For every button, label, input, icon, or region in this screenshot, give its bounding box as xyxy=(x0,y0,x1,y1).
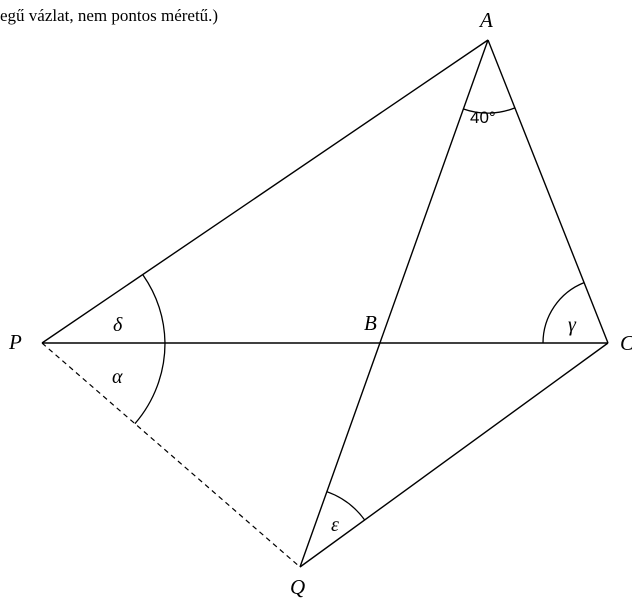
angle-arc-gamma xyxy=(542,281,585,344)
segment-PQ-dashed xyxy=(41,342,301,568)
angle-label-gamma: γ xyxy=(568,314,577,336)
segment-PA xyxy=(41,39,489,344)
angle-label-epsilon: ε xyxy=(331,514,339,536)
angle-label-alpha: α xyxy=(112,366,123,388)
point-label-A: A xyxy=(478,8,493,32)
angle-arc-alpha xyxy=(134,342,166,425)
point-label-Q: Q xyxy=(290,575,305,599)
angle-arc-epsilon xyxy=(326,491,366,521)
point-label-C: C xyxy=(620,331,632,355)
segment-AQ xyxy=(299,39,489,568)
angle-arc-A xyxy=(463,107,516,114)
segment-QC xyxy=(299,342,609,568)
segment-AC xyxy=(487,39,609,344)
angle-label-delta: δ xyxy=(113,314,123,336)
angle-label-A: 40° xyxy=(470,108,496,127)
point-label-B: B xyxy=(364,311,377,335)
point-label-P: P xyxy=(8,330,22,354)
caption-text: egű vázlat, nem pontos méretű.) xyxy=(0,6,219,25)
angle-arc-delta xyxy=(142,274,166,344)
